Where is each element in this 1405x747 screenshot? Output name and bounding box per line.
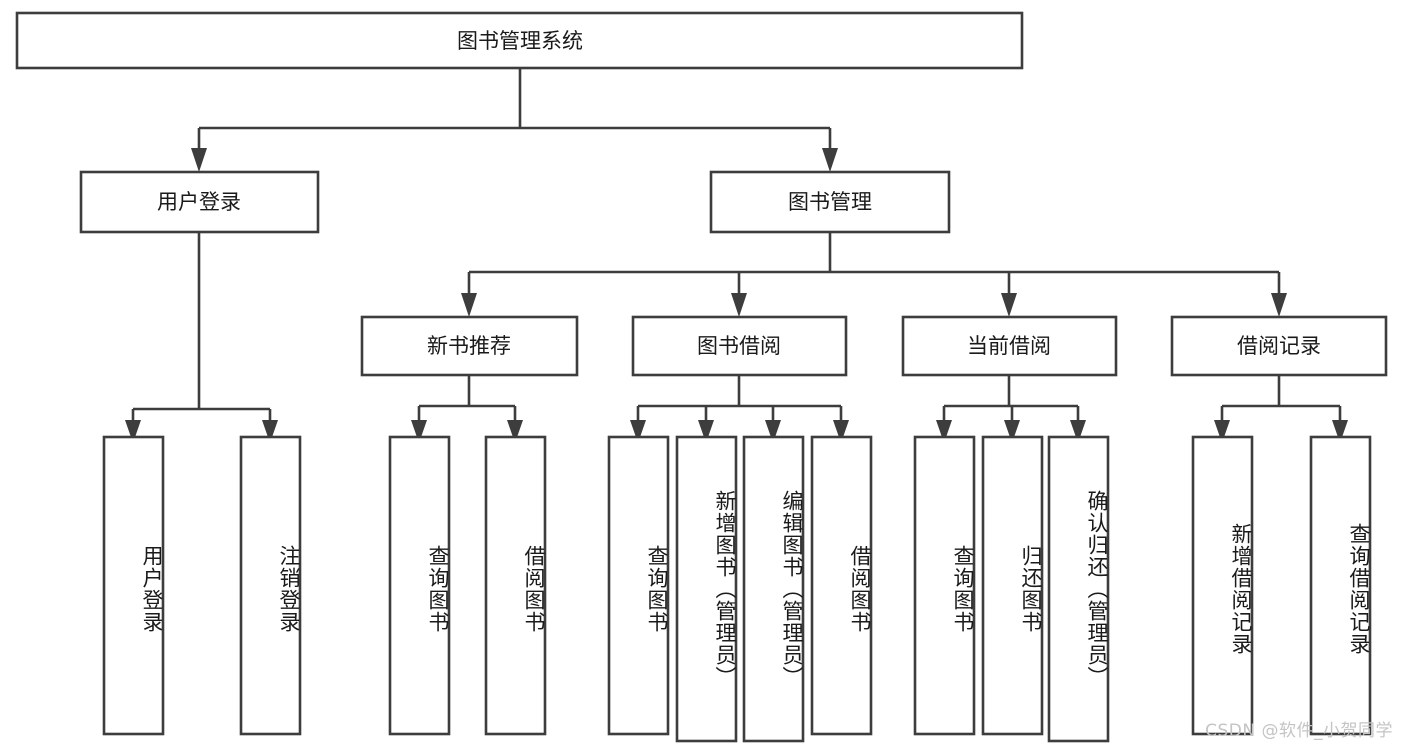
connector-newbook-to-leaves — [411, 375, 523, 443]
node-leaf-query-record[interactable] — [1309, 435, 1372, 736]
node-leaf-return-book[interactable] — [981, 435, 1044, 736]
connector-userlogin-to-leaves — [125, 232, 278, 443]
connector-root-to-level2 — [191, 68, 838, 172]
node-leaf-borrow-book-2[interactable] — [810, 435, 873, 736]
connector-currentborrow-to-leaves — [936, 375, 1086, 443]
node-leaf-borrow-book-1[interactable] — [484, 435, 547, 736]
node-leaf-edit-book[interactable] — [742, 435, 805, 743]
node-leaf-query-book-3[interactable] — [913, 435, 976, 736]
node-leaf-confirm-return[interactable] — [1047, 435, 1110, 743]
node-leaf-add-book[interactable] — [675, 435, 738, 743]
node-leaf-query-book-1[interactable] — [388, 435, 451, 736]
connector-bookborrow-to-leaves — [630, 375, 849, 443]
node-current-borrow[interactable]: 当前借阅 — [901, 315, 1118, 377]
node-root-system[interactable]: 图书管理系统 — [15, 11, 1024, 70]
node-book-borrow[interactable]: 图书借阅 — [631, 315, 848, 377]
connector-bookmgmt-to-level3 — [461, 232, 1287, 317]
node-leaf-logout[interactable] — [239, 435, 302, 736]
node-borrow-record[interactable]: 借阅记录 — [1170, 315, 1388, 377]
node-root-label: 图书管理系统 — [457, 29, 583, 53]
watermark-text: CSDN @软件_小贺同学 — [1205, 721, 1393, 741]
node-current-borrow-label: 当前借阅 — [967, 334, 1051, 358]
node-borrow-record-label: 借阅记录 — [1237, 334, 1321, 358]
node-leaf-add-record[interactable] — [1191, 435, 1254, 736]
node-book-management-label: 图书管理 — [788, 190, 872, 214]
connector-borrowrecord-to-leaves — [1214, 375, 1348, 443]
node-book-borrow-label: 图书借阅 — [697, 334, 781, 358]
node-leaf-query-book-2[interactable] — [607, 435, 670, 736]
node-user-login-label: 用户登录 — [157, 190, 241, 214]
node-new-book-recommend[interactable]: 新书推荐 — [360, 315, 579, 377]
node-book-management[interactable]: 图书管理 — [709, 170, 951, 234]
node-new-book-recommend-label: 新书推荐 — [427, 334, 511, 358]
node-leaf-user-login[interactable] — [102, 435, 165, 736]
node-user-login[interactable]: 用户登录 — [79, 170, 320, 234]
